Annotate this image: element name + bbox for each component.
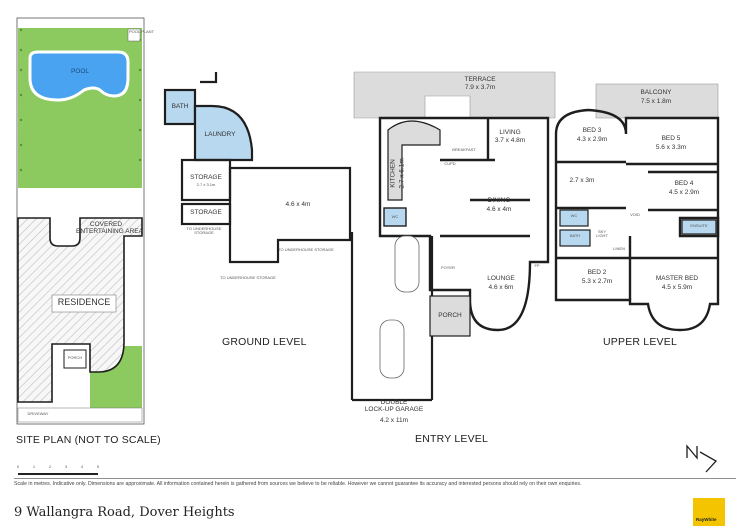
- car-2: [379, 319, 405, 379]
- driveway-strip: [17, 407, 143, 423]
- bed5-label: BED 5: [661, 135, 681, 142]
- scale-tick: 0: [16, 464, 20, 469]
- upper-wc-label: WC: [570, 213, 578, 218]
- cupd-label: CUPD: [444, 161, 456, 166]
- foyer-label: FOYER: [441, 265, 455, 270]
- master-bed-label: MASTER BED: [655, 275, 699, 282]
- living-dim: 3.7 x 4.8m: [494, 137, 526, 144]
- scale-tick: 5: [96, 464, 100, 469]
- bed2-dim: 5.3 x 2.7m: [581, 278, 613, 285]
- study-dim: 2.7 x 3m: [569, 177, 595, 184]
- scale-bar: [14, 473, 736, 479]
- ground-level-plan: [163, 72, 352, 264]
- entry-wc-label: WC: [391, 214, 399, 219]
- compass-icon: [686, 444, 718, 473]
- entry-porch-label: PORCH: [438, 312, 462, 319]
- underhouse-2-label: TO UNDERHOUSE STORAGE: [278, 247, 334, 252]
- property-address: 9 Wallangra Road, Dover Heights: [14, 505, 235, 520]
- scale-tick: 2: [48, 464, 52, 469]
- bed3-dim: 4.3 x 2.9m: [576, 136, 608, 143]
- terrace-dim: 7.9 x 3.7m: [464, 84, 496, 91]
- raywhite-logo: RayWhite: [693, 498, 725, 526]
- entry-level-plan: [350, 71, 556, 402]
- upper-bath-label: BATH: [569, 233, 581, 238]
- lounge-dim: 4.6 x 6m: [488, 284, 514, 291]
- lounge-label: LOUNGE: [487, 275, 515, 282]
- garage-dim: 4.2 x 11m: [379, 417, 409, 424]
- linen-label: LINEN: [613, 246, 625, 251]
- laundry-label: LAUNDRY: [204, 131, 236, 138]
- driveway-label: DRIVEWAY: [27, 411, 49, 416]
- balcony-dim: 7.5 x 1.8m: [640, 98, 672, 105]
- kitchen-dim: 2.7 x 6.1m: [398, 158, 406, 189]
- bed5-dim: 5.6 x 3.3m: [655, 144, 687, 151]
- storage-1-dim: 2.7 x 3.1m: [196, 182, 216, 187]
- terrace: [353, 71, 556, 119]
- ground-room-dim: 4.6 x 4m: [285, 201, 311, 208]
- bed4-dim: 4.5 x 2.9m: [668, 189, 700, 196]
- storage-2-label: STORAGE: [190, 209, 222, 216]
- garage-label: DOUBLE LOCK-UP GARAGE: [364, 399, 424, 413]
- porch-box: [63, 349, 87, 369]
- car-1: [394, 235, 420, 293]
- disclaimer-text: Scale in metres. Indicative only. Dimens…: [14, 481, 582, 487]
- covered-area-label: COVERED ENTERTAINING AREA: [76, 221, 143, 235]
- brand-label: RayWhite: [696, 517, 717, 522]
- scale-tick: 4: [80, 464, 84, 469]
- entry-level-title: ENTRY LEVEL: [415, 433, 489, 445]
- breakfast-label: BREAKFAST: [452, 147, 476, 152]
- storage-1-label: STORAGE: [190, 174, 222, 181]
- underhouse-3-label: TO UNDERHOUSE STORAGE: [220, 275, 276, 280]
- fp-label: FP: [534, 263, 540, 268]
- upper-level-title: UPPER LEVEL: [603, 336, 677, 348]
- skylight-label: SKY LIGHT: [596, 229, 608, 239]
- terrace-label: TERRACE: [464, 76, 496, 83]
- kitchen-label: KITCHEN: [389, 159, 397, 188]
- site-plan: [16, 17, 145, 425]
- pool-plant-box: [127, 28, 141, 42]
- pool: [28, 50, 130, 102]
- pool-label: POOL: [70, 68, 90, 75]
- pool-plant-label: POOL PLANT: [129, 29, 154, 34]
- scale-tick: 3: [64, 464, 68, 469]
- bed2-label: BED 2: [587, 269, 607, 276]
- ensuite-label: ENSUITE: [690, 223, 708, 228]
- void-label: VOID: [630, 212, 640, 217]
- dining-label: DINING: [487, 197, 511, 204]
- ground-level-title: GROUND LEVEL: [222, 336, 307, 348]
- bed4-label: BED 4: [674, 180, 694, 187]
- residence-label: RESIDENCE: [57, 297, 111, 307]
- ground-bath-label: BATH: [171, 103, 189, 110]
- site-porch-label: PORCH: [67, 355, 83, 360]
- bed3-label: BED 3: [582, 127, 602, 134]
- balcony: [595, 83, 719, 119]
- upper-level-plan: [554, 83, 720, 332]
- underhouse-1-label: TO UNDERHOUSE STORAGE: [186, 226, 222, 236]
- site-plan-title: SITE PLAN (NOT TO SCALE): [16, 434, 161, 446]
- balcony-label: BALCONY: [640, 89, 672, 96]
- scale-tick: 1: [32, 464, 36, 469]
- dining-dim: 4.6 x 4m: [486, 206, 512, 213]
- master-bed-dim: 4.5 x 5.9m: [661, 284, 693, 291]
- residence-label-box: [51, 294, 117, 313]
- living-label: LIVING: [499, 129, 521, 136]
